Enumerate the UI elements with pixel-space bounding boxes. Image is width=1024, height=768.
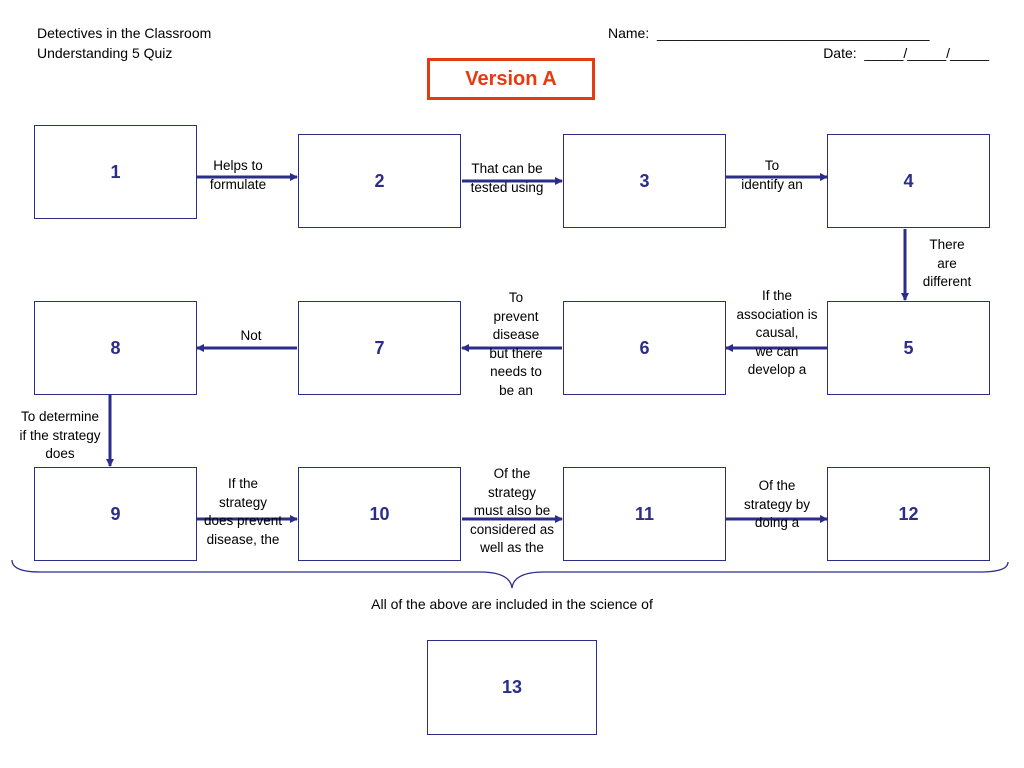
quiz-subtitle: Understanding 5 Quiz <box>37 45 173 61</box>
version-badge: Version A <box>427 58 595 100</box>
box-12[interactable]: 12 <box>827 467 990 561</box>
label-4-5: There are different <box>922 237 972 290</box>
label-9-10: If the strategy does prevent disease, th… <box>203 476 283 547</box>
label-8-9: To determine if the strategy does <box>19 409 101 462</box>
box-5[interactable]: 5 <box>827 301 990 395</box>
box-9[interactable]: 9 <box>34 467 197 561</box>
box-3[interactable]: 3 <box>563 134 726 228</box>
box-13[interactable]: 13 <box>427 640 597 735</box>
quiz-title: Detectives in the Classroom <box>37 25 212 41</box>
label-5-6: If the association is causal, we can dev… <box>736 288 818 378</box>
box-11[interactable]: 11 <box>563 467 726 561</box>
box-10[interactable]: 10 <box>298 467 461 561</box>
label-11-12: Of the strategy by doing a <box>743 478 811 531</box>
grouping-brace <box>11 559 1009 589</box>
name-field[interactable]: Name: __________________________________… <box>608 25 930 41</box>
label-3-4: To identify an <box>741 158 803 192</box>
version-label: Version A <box>465 67 557 90</box>
box-1[interactable]: 1 <box>34 125 197 219</box>
label-10-11: Of the strategy must also be considered … <box>469 466 555 556</box>
box-6[interactable]: 6 <box>563 301 726 395</box>
box-2[interactable]: 2 <box>298 134 461 228</box>
label-1-2: Helps to formulate <box>209 158 267 192</box>
label-6-7: To prevent disease but there needs to be… <box>489 290 543 398</box>
footer-label: All of the above are included in the sci… <box>371 596 653 612</box>
box-7[interactable]: 7 <box>298 301 461 395</box>
box-4[interactable]: 4 <box>827 134 990 228</box>
box-8[interactable]: 8 <box>34 301 197 395</box>
label-7-8: Not <box>240 328 262 343</box>
label-2-3: That can be tested using <box>470 161 544 195</box>
date-field[interactable]: Date: _____/_____/_____ <box>823 45 989 61</box>
